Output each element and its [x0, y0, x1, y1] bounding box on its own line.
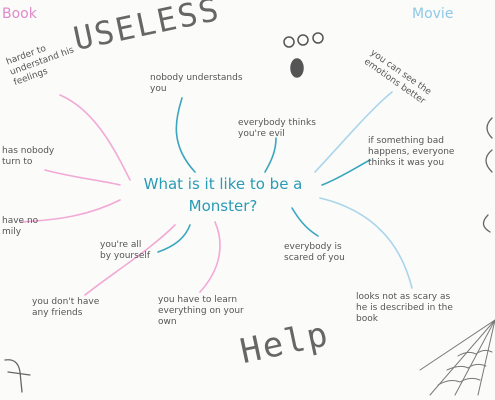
branch-have-no: [19, 199, 121, 223]
figure-doodle: [4, 359, 31, 393]
bubble-has-nobody: has nobody turn to: [2, 146, 55, 167]
bubble-all-by-yourself: you're all by yourself: [100, 240, 151, 261]
branch-understands: [175, 97, 196, 173]
branch-nobody-turn: [44, 169, 121, 186]
bubble-something-bad: if something bad happens, everyone think…: [368, 136, 455, 168]
branch-no-friends: [84, 224, 176, 296]
bubble-scared-of-you: everybody is scared of you: [284, 242, 345, 263]
branch-scary: [319, 197, 413, 289]
central-question-line1: What is it like to be a: [143, 175, 303, 193]
branch-emotions: [314, 91, 393, 173]
branch-harder: [59, 94, 131, 181]
branch-bad: [321, 159, 371, 186]
bubble-thinks-evil: everybody thinks you're evil: [238, 118, 316, 139]
branch-scared: [291, 207, 319, 237]
bubble-not-as-scary: looks not as scary as he is described in…: [356, 292, 453, 324]
cobweb-doodle: [419, 319, 495, 396]
bubble-nobody-understands: nobody understands you: [150, 73, 243, 94]
monster-eyes-doodle: [283, 32, 324, 78]
bubble-have-no: have no mily: [2, 216, 39, 237]
book-header: Book: [2, 6, 37, 22]
claw-doodle: [482, 117, 493, 233]
bubble-no-friends: you don't have any friends: [32, 297, 100, 318]
bubble-learn-on-your-own: you have to learn everything on your own: [158, 295, 244, 327]
branch-alone: [157, 224, 191, 253]
movie-header: Movie: [412, 6, 454, 22]
central-question-line2: Monster?: [188, 197, 258, 215]
branch-evil: [264, 137, 277, 173]
branch-learn: [199, 221, 221, 293]
central-question: What is it like to be a Monster?: [118, 173, 328, 217]
